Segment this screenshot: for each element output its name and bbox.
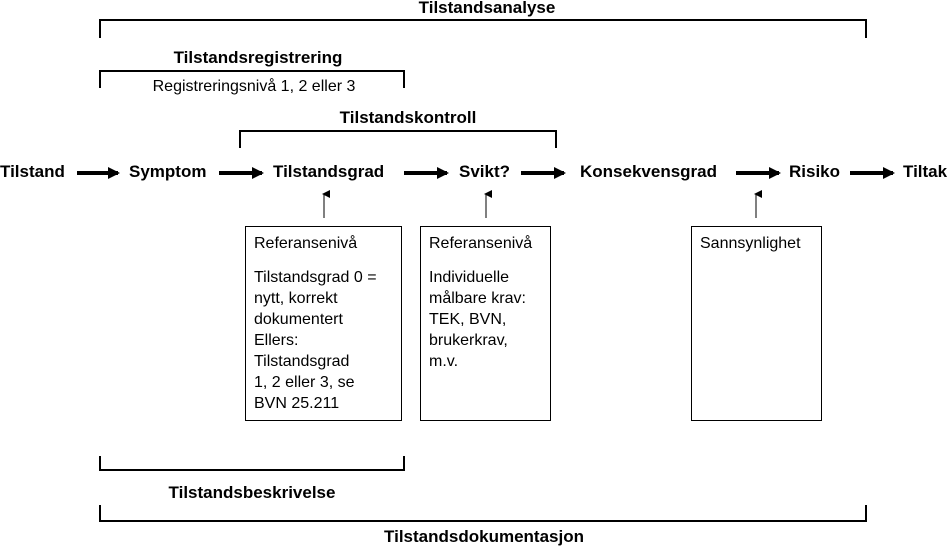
box-title: Sannsynlighet <box>700 235 801 252</box>
box-referanseniva-svikt: Referansenivå Individuelle målbare krav:… <box>420 226 551 421</box>
box-line: målbare krav: <box>429 290 526 307</box>
label-registreringsniva: Registreringsnivå 1, 2 eller 3 <box>152 78 356 95</box>
bracket-tilstandsregistrering <box>99 70 405 88</box>
flow-tilstandsgrad: Tilstandsgrad <box>273 162 385 181</box>
box-line: brukerkrav, <box>429 332 508 349</box>
label-tilstandsbeskrivelse: Tilstandsbeskrivelse <box>168 483 336 502</box>
bracket-tilstandsbeskrivelse <box>99 456 405 471</box>
box-line: dokumentert <box>254 311 343 328</box>
bracket-tilstandsanalyse <box>99 19 867 38</box>
box-line: Tilstandsgrad 0 = <box>254 269 377 286</box>
flow-svikt: Svikt? <box>459 162 511 181</box>
label-tilstandsanalyse: Tilstandsanalyse <box>418 0 556 17</box>
flow-risiko: Risiko <box>789 162 841 181</box>
box-line: 1, 2 eller 3, se <box>254 374 355 391</box>
bracket-tilstandskontroll <box>239 130 557 148</box>
box-sannsynlighet: Sannsynlighet <box>691 226 822 421</box>
flow-symptom: Symptom <box>129 162 207 181</box>
box-line: Ellers: <box>254 332 299 349</box>
box-line: BVN 25.211 <box>254 395 340 412</box>
box-line: Individuelle <box>429 269 510 286</box>
flow-konsekvensgrad: Konsekvensgrad <box>580 162 717 181</box>
bracket-tilstandsdokumentasjon <box>99 505 867 522</box>
box-line: Tilstandsgrad <box>254 353 350 370</box>
box-line: nytt, korrekt <box>254 290 338 307</box>
box-title: Referansenivå <box>429 235 533 252</box>
box-line: TEK, BVN, <box>429 311 507 328</box>
label-tilstandsdokumentasjon: Tilstandsdokumentasjon <box>384 527 584 546</box>
box-title: Referansenivå <box>254 235 358 252</box>
flow-tilstand: Tilstand <box>0 162 65 181</box>
label-tilstandskontroll: Tilstandskontroll <box>339 108 477 127</box>
flow-tiltak: Tiltak <box>903 162 948 181</box>
label-tilstandsregistrering: Tilstandsregistrering <box>173 48 343 67</box>
box-referanseniva-tilstandsgrad: Referansenivå Tilstandsgrad 0 = nytt, ko… <box>245 226 402 421</box>
box-line: m.v. <box>429 353 459 370</box>
